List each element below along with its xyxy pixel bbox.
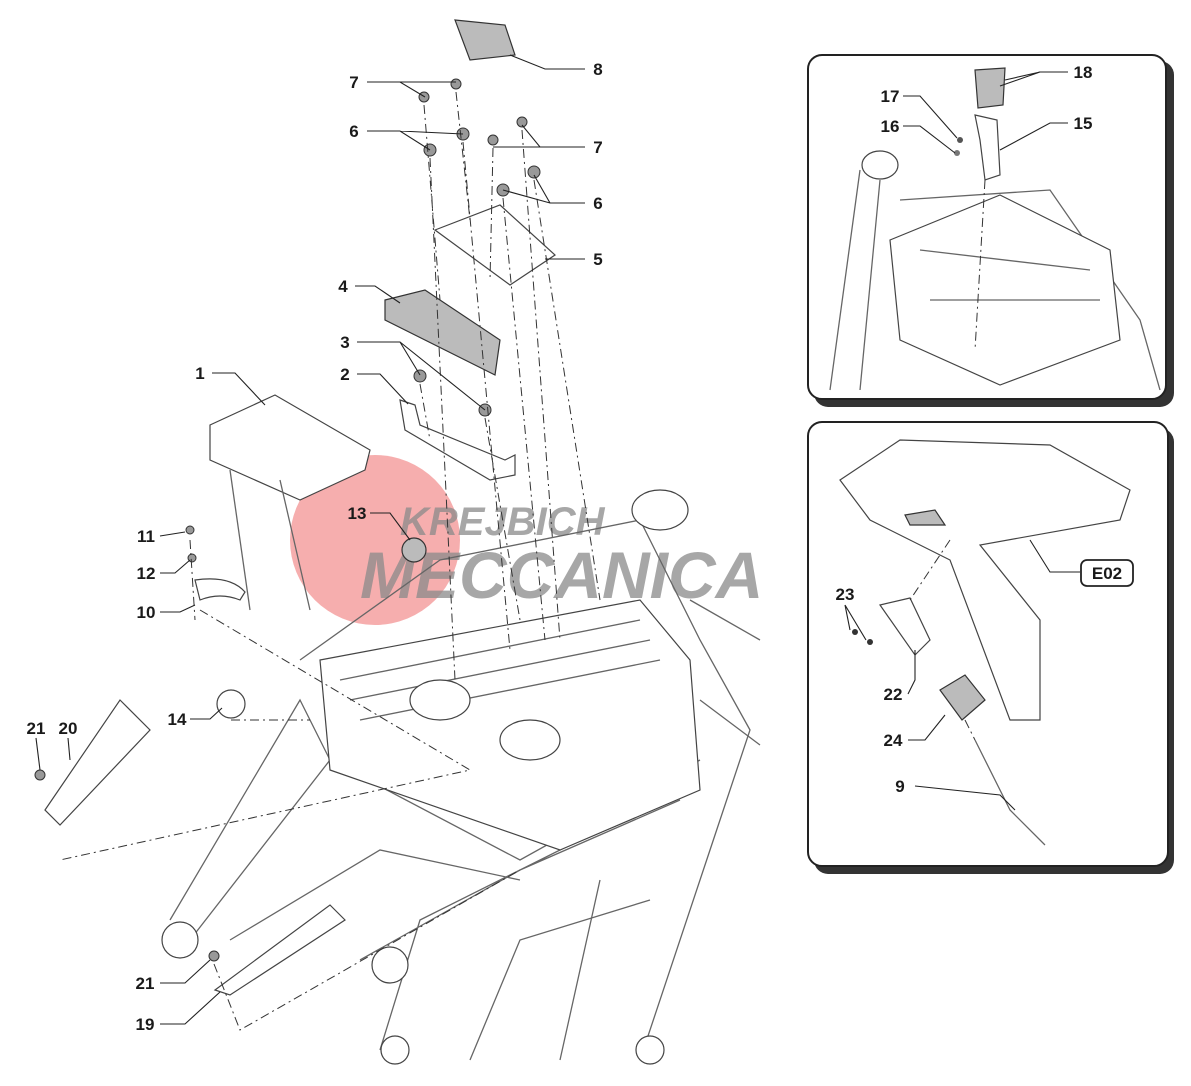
callout-6: 6 [349, 122, 358, 141]
callout-5: 5 [593, 250, 602, 269]
callout-8: 8 [593, 60, 602, 79]
reference-tag-e02: E02 [1092, 564, 1122, 583]
leader-lines [35, 54, 585, 1025]
callout-23: 23 [836, 585, 855, 604]
reference-tag-box [1080, 559, 1134, 587]
callout-22: 22 [884, 685, 903, 704]
part-13-plug [401, 537, 427, 563]
callout-20: 20 [59, 719, 78, 738]
callout-labels: 1 2 3 4 5 6 6 7 7 8 10 11 12 13 14 19 20… [27, 60, 603, 1034]
callout-14: 14 [168, 710, 187, 729]
callout-17: 17 [881, 87, 900, 106]
callout-10: 10 [137, 603, 156, 622]
callout-13: 13 [348, 504, 367, 523]
parts [34, 19, 601, 1031]
callout-3: 3 [340, 333, 349, 352]
tail-support [839, 439, 1131, 721]
part-14-plug [216, 689, 246, 719]
callout-21: 21 [27, 719, 46, 738]
part-20-cover [44, 699, 151, 826]
part-2-bracket [399, 399, 516, 481]
callout-24: 24 [884, 731, 903, 750]
callout-2: 2 [340, 365, 349, 384]
callout-6: 6 [593, 194, 602, 213]
callout-12: 12 [137, 564, 156, 583]
callout-9: 9 [895, 777, 904, 796]
motorcycle-frame [161, 489, 761, 1065]
part-15-bracket [974, 114, 1001, 181]
callout-16: 16 [881, 117, 900, 136]
part-4-cover [384, 289, 501, 376]
callout-15: 15 [1074, 114, 1093, 133]
callout-18: 18 [1074, 63, 1093, 82]
callout-21: 21 [136, 974, 155, 993]
callout-4: 4 [338, 277, 348, 296]
callout-19: 19 [136, 1015, 155, 1034]
watermark-line1: KREJBICH [400, 500, 606, 544]
callout-7: 7 [349, 73, 358, 92]
inset-panel-top: 18 17 16 15 [807, 54, 1174, 407]
part-1-ecu [209, 394, 371, 501]
part-19-cover [213, 904, 346, 996]
inset-panel-bottom: E02 23 22 24 9 [807, 421, 1174, 874]
part-5-bracket [433, 204, 556, 286]
part-8-sensor [454, 19, 516, 61]
callout-7: 7 [593, 138, 602, 157]
watermark-logo: KREJBICH MECCANICA [290, 455, 763, 625]
part-24-connector [939, 674, 986, 721]
callout-11: 11 [137, 527, 155, 546]
part-18-fuses [974, 67, 1006, 109]
watermark-line2: MECCANICA [360, 538, 763, 612]
part-10-clamp [194, 578, 246, 601]
callout-1: 1 [195, 364, 204, 383]
part-22-bracket [878, 597, 931, 656]
